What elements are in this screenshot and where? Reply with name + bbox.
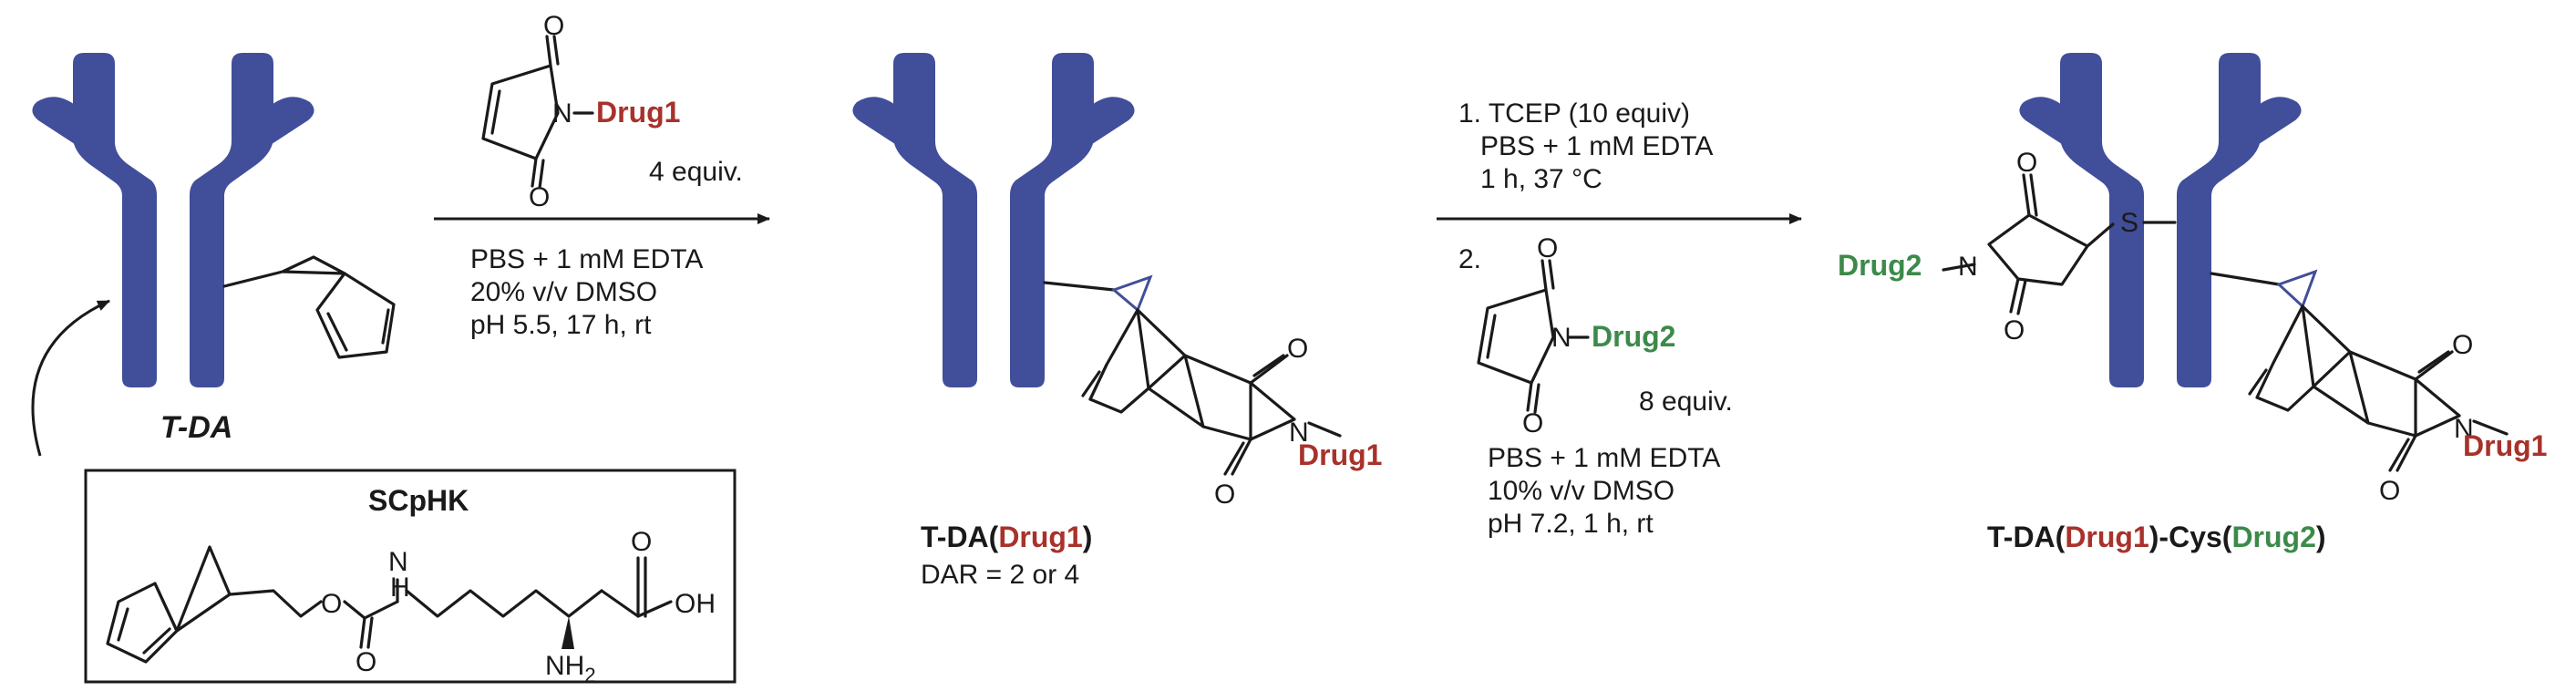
mal1-o-bottom: O (529, 182, 550, 212)
final-da-o-bottom: O (2379, 476, 2400, 506)
adduct1-o-top: O (1287, 334, 1308, 364)
final-drug1-label: Drug1 (2463, 429, 2547, 462)
scphk-title: SCpHK (368, 484, 469, 517)
final-da-o-top: O (2452, 330, 2473, 360)
mal2-n: N (1551, 323, 1571, 353)
scphk-nh2: NH2 (545, 651, 596, 686)
step1-cond1: PBS + 1 mM EDTA (470, 244, 703, 274)
final-succ-o-top: O (2016, 148, 2037, 178)
scphk-n: N (388, 547, 408, 577)
scphk-o-ester: O (321, 589, 342, 619)
adduct1-drug1: Drug1 (1298, 438, 1382, 471)
scphk-structure (106, 545, 673, 664)
antibody-3 (2019, 53, 2302, 387)
step2-cond3: pH 7.2, 1 h, rt (1488, 509, 1654, 539)
step2-line2: PBS + 1 mM EDTA (1480, 131, 1713, 161)
spiro-cp-handle-1 (222, 255, 396, 359)
scphk-oh: OH (675, 589, 716, 619)
step2-line3: 1 h, 37 °C (1480, 164, 1602, 194)
step1-equiv: 4 equiv. (649, 157, 743, 187)
step2-line1: 1. TCEP (10 equiv) (1458, 98, 1690, 129)
maleimide-drug1 (481, 35, 594, 190)
step2-equiv: 8 equiv. (1639, 387, 1733, 417)
final-succ-o-bottom: O (2004, 315, 2025, 346)
mal2-o-top: O (1537, 233, 1558, 263)
step2-cond2: 10% v/v DMSO (1488, 476, 1674, 506)
mal1-drug1-label: Drug1 (596, 96, 680, 129)
step2-num2: 2. (1458, 244, 1481, 274)
scphk-o-carbonyl: O (355, 647, 376, 677)
dar-label: DAR = 2 or 4 (921, 560, 1079, 590)
mal2-drug2-label: Drug2 (1592, 320, 1675, 353)
final-drug2-label: Drug2 (1838, 249, 1922, 282)
da-adduct-1 (1043, 274, 1342, 476)
intermediate-name: T-DA(Drug1) (921, 521, 1092, 553)
antibody-1 (32, 53, 314, 387)
adduct1-n: N (1289, 418, 1309, 448)
mal1-o-top: O (543, 11, 564, 41)
scphk-h: H (390, 572, 410, 603)
step1-cond2: 20% v/v DMSO (470, 277, 657, 307)
mal1-n: N (552, 98, 572, 129)
final-s: S (2120, 208, 2138, 238)
final-da-n: N (2454, 414, 2474, 444)
antibody-2 (852, 53, 1135, 387)
scphk-o-acid: O (631, 527, 652, 557)
curved-arrow (31, 299, 110, 457)
maleimide-drug2 (1477, 259, 1590, 414)
final-name: T-DA(Drug1)-Cys(Drug2) (1987, 521, 2326, 553)
tda-label: T-DA (160, 410, 232, 445)
final-succ-n: N (1958, 252, 1978, 282)
cys-succinimide (1942, 173, 2177, 315)
scphk-box (84, 469, 737, 684)
da-adduct-2 (2210, 269, 2509, 472)
step1-cond3: pH 5.5, 17 h, rt (470, 310, 652, 340)
adduct1-o-bottom: O (1214, 480, 1235, 510)
mal2-o-bottom: O (1522, 408, 1543, 438)
step2-cond1: PBS + 1 mM EDTA (1488, 443, 1720, 473)
